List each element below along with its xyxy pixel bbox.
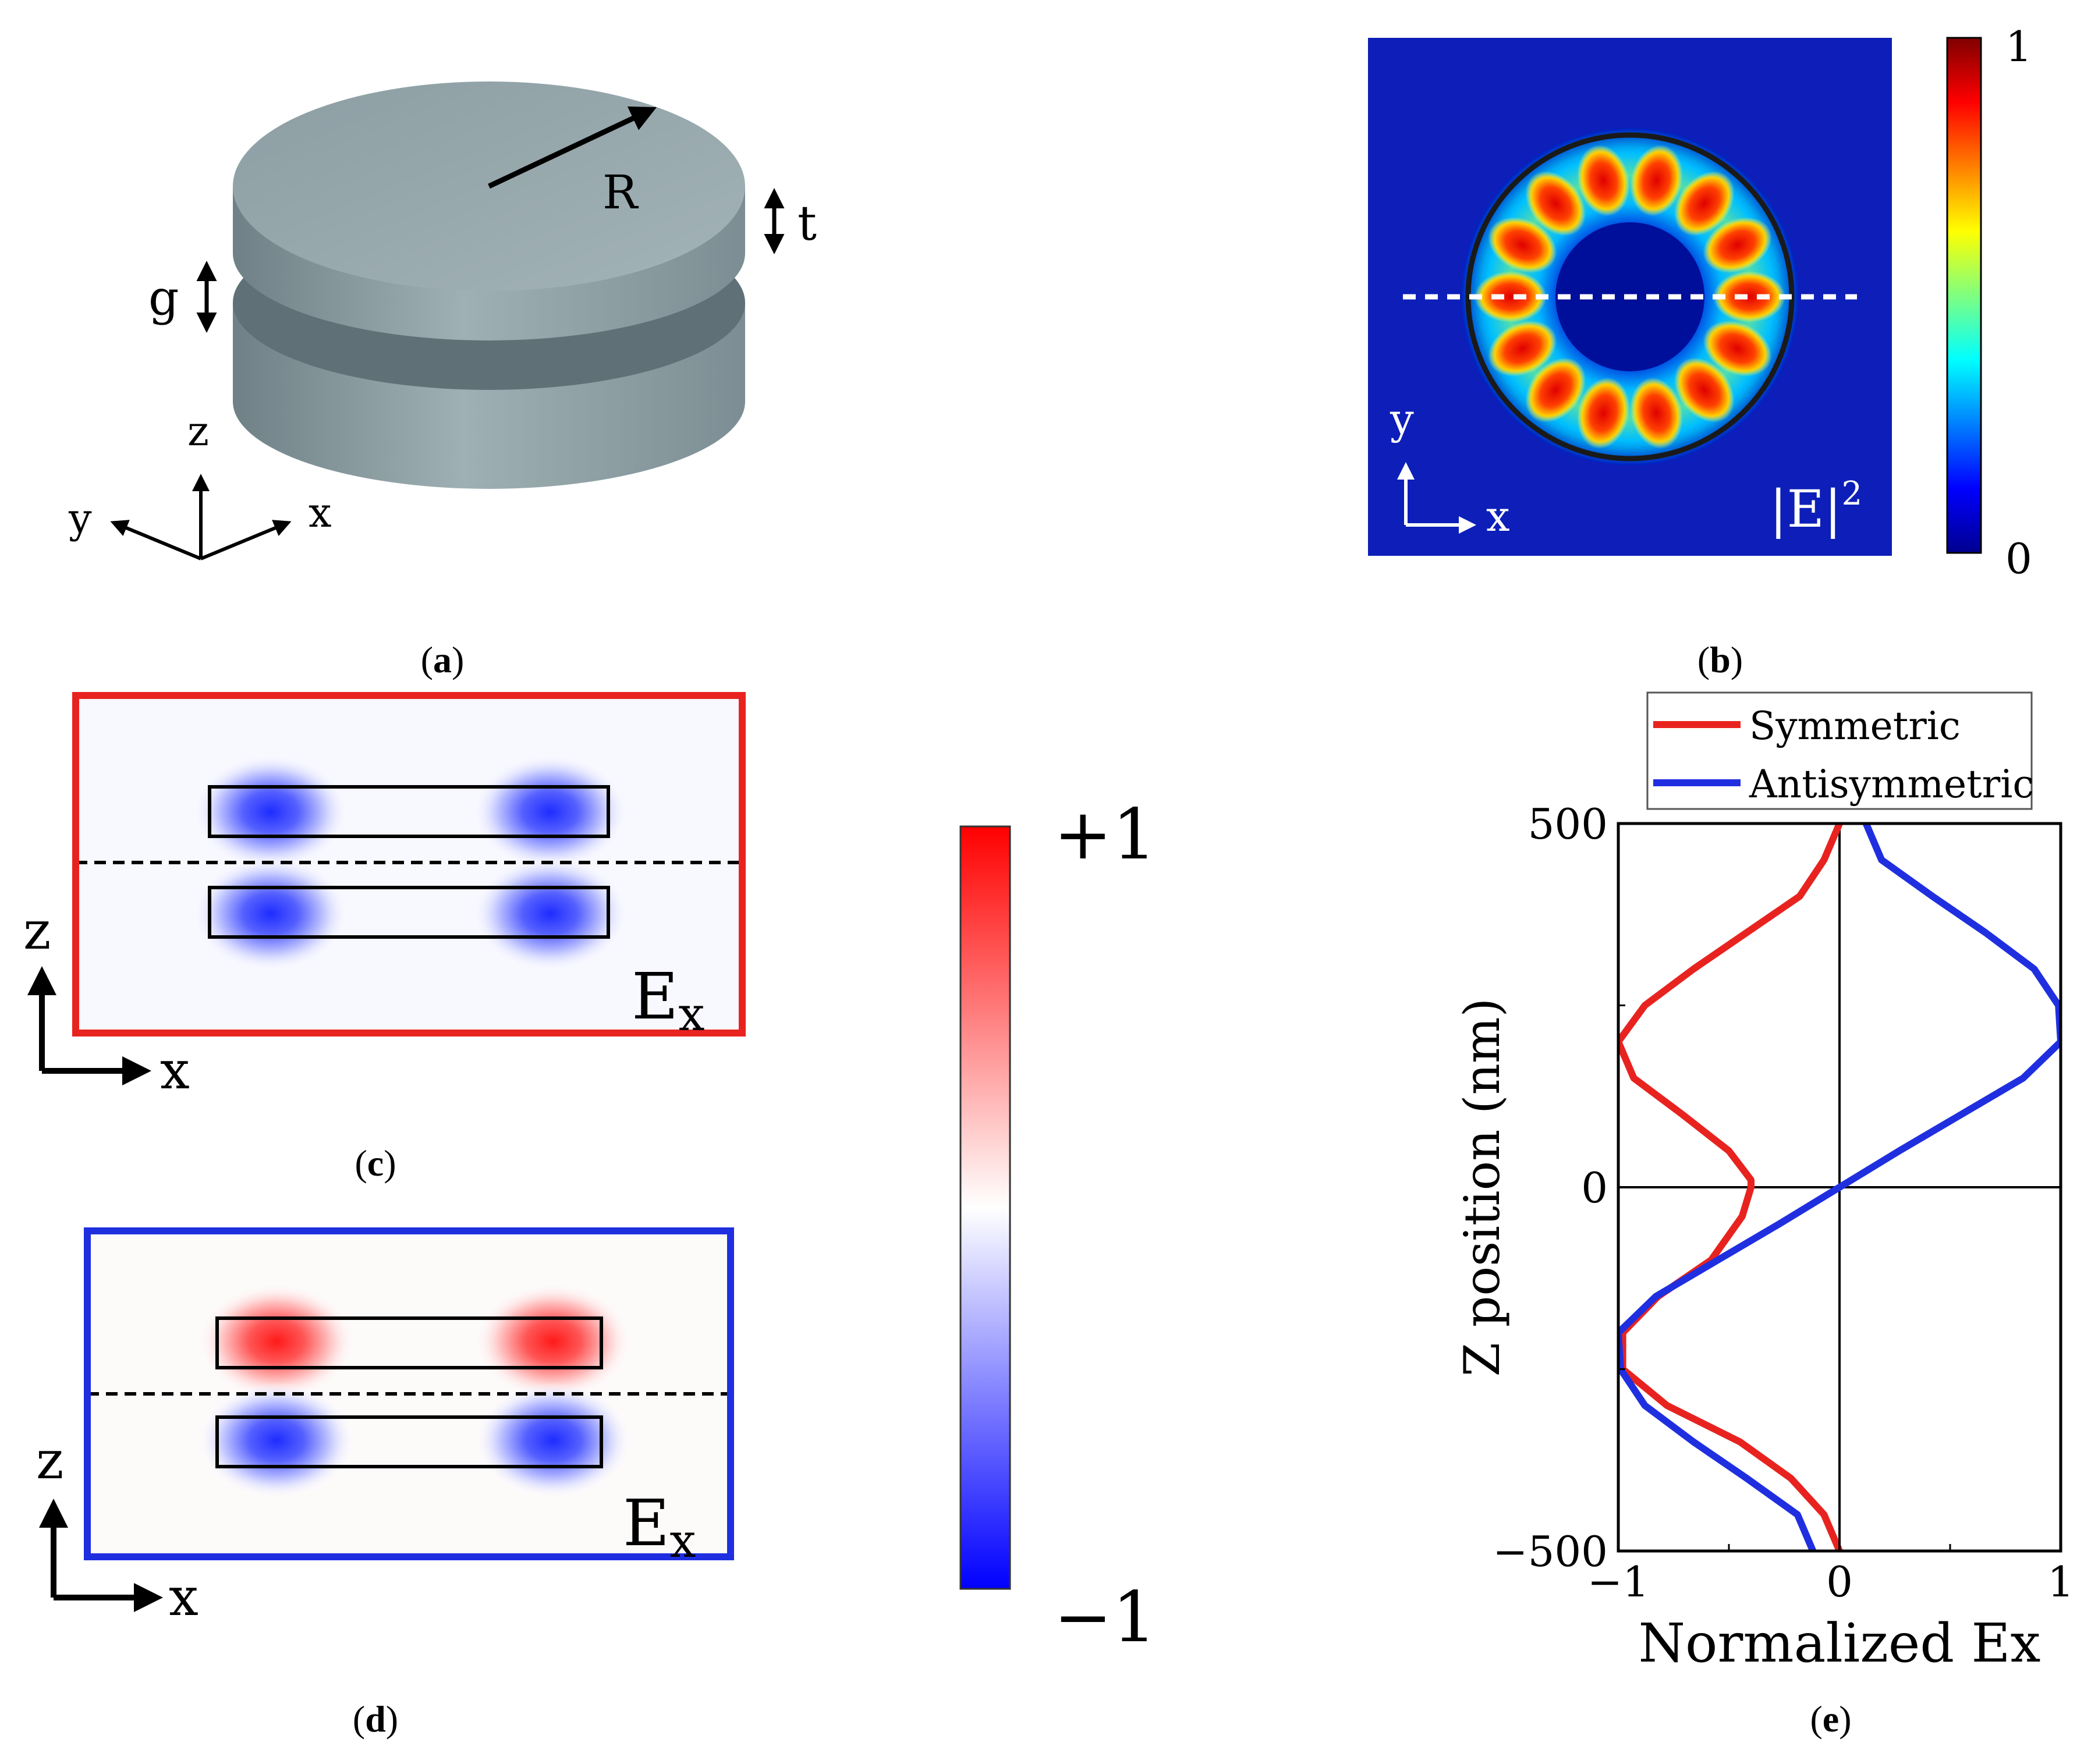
axes-triad-c: z x [23,900,190,1101]
colorbar-b: 1 0 [1946,22,2032,583]
mode-lobe [1488,217,1557,273]
field-label-d: Ex [623,1486,696,1568]
series-line-symmetric [1618,824,1843,1551]
axes-triad-a: z y x [68,407,331,560]
mode-lobe [1630,144,1683,216]
axes-triad-d: z x [36,1430,199,1628]
y-axis-arrow [110,520,202,560]
field-map-c [76,695,742,1033]
colorbar-rwb [959,825,1011,1590]
legend-label-symmetric: Symmetric [1749,704,1961,748]
thickness-label: t [798,196,817,251]
series-line-antisymmetric [1618,824,2061,1551]
y-tick-label: −500 [1493,1527,1608,1576]
caption-a: (a) [421,639,465,680]
colorbar-cd: +1 −1 [959,794,1157,1658]
caption-c-letter: c [367,1142,384,1184]
caption-d-letter: d [365,1698,386,1740]
field-label-c: Ex [632,959,704,1041]
double-disc-illustration: R [233,81,745,489]
mode-lobe [1674,357,1735,423]
axes-triad-b: y x [1390,395,1510,541]
mode-lobe [1703,321,1772,377]
x-axis-label: x [309,489,331,537]
tick-layer: −1 0 1 500 0 −500 [1493,800,2074,1606]
panel-a: R t g z y x (a) [68,81,817,680]
caption-b: (b) [1697,639,1743,680]
frame-c [72,692,746,1037]
mode-lobe [1525,171,1586,236]
x-tick-label: 0 [1826,1557,1853,1606]
legend-label-antisymmetric: Antisymmetric [1749,762,2034,807]
lower-disc-outline-d [215,1415,603,1468]
blob-d-bottom-right [474,1382,632,1499]
mode-lobe [1674,171,1735,236]
y-axis-label: y [68,495,92,542]
mode-lobe [1525,357,1586,423]
x-axis-label-b: x [1486,492,1510,541]
z-axis-label: z [187,407,209,455]
blob-d-top-right [474,1283,632,1400]
y-tick-label: 500 [1528,800,1608,849]
y-axis-title: Z position (nm) [1454,998,1511,1377]
mode-lobe [1475,271,1547,322]
panel-d: Ex z x (d) [36,1227,734,1740]
field-label-b: |E|2 [1770,475,1862,539]
caption-b-letter: b [1710,639,1731,680]
gap-label: g [148,271,179,326]
lower-disc-outline-c [208,886,610,939]
radius-label: R [602,165,639,219]
mode-lobe [1577,377,1630,449]
caption-e-letter: e [1823,1698,1839,1740]
panel-c: Ex z x (c) [23,692,746,1184]
upper-disc-outline-c [208,785,610,838]
z-axis-label-d: z [36,1430,63,1491]
blob-c-bottom-right [472,856,629,972]
colorbar-max-b: 1 [2005,22,2032,71]
mode-lobes [1475,144,1785,449]
y-axis-label-b: y [1390,395,1414,443]
caption-d: (d) [353,1698,398,1740]
colorbar-max-cd: +1 [1054,794,1157,875]
panel-b: y x |E|2 1 0 (b) [1368,22,2032,680]
blob-d-top-left [198,1283,355,1400]
x-axis-arrow [200,520,292,560]
colorbar-min-cd: −1 [1054,1577,1157,1658]
mode-lobe [1630,377,1683,449]
x-axis-label-d: x [169,1567,199,1628]
field-map-b [1368,38,1892,556]
blob-d-bottom-left [198,1382,355,1499]
upper-disc-outline-d [215,1316,603,1369]
panel-e-chart: Symmetric Antisymmetric −1 0 1 500 0 −500 Z p… [1454,691,2074,1740]
mode-lobe [1488,321,1557,377]
radius-arrow [488,106,657,189]
frame-d [84,1227,734,1560]
colorbar-min-b: 0 [2005,534,2032,583]
legend-box [1646,691,2033,810]
caption-c: (c) [355,1142,396,1184]
y-tick-label: 0 [1581,1163,1608,1212]
x-axis-title: Normalized Ex [1639,1612,2041,1674]
x-tick-label: −1 [1587,1557,1649,1606]
mode-lobe [1703,217,1772,273]
x-axis-label-c: x [160,1040,190,1101]
caption-e: (e) [1810,1698,1851,1740]
colorbar-jet [1946,37,1982,554]
blob-c-top-left [192,754,349,870]
mode-lobe [1713,271,1785,322]
blob-c-top-right [472,754,629,870]
caption-a-letter: a [433,639,452,680]
blob-c-bottom-left [192,856,349,972]
x-tick-label: 1 [2047,1557,2074,1606]
plot-area [1618,824,2061,1551]
legend-e: Symmetric Antisymmetric [1646,691,2034,810]
z-axis-label-c: z [23,900,51,961]
mode-lobe [1577,144,1630,216]
